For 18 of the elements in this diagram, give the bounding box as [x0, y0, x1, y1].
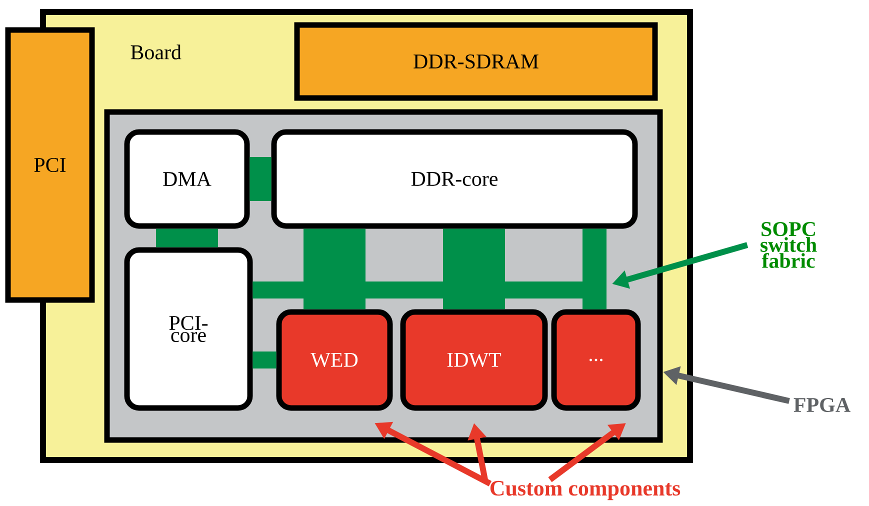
core-box: PCI-core: [124, 247, 253, 411]
custom-component-box: WED: [276, 309, 393, 411]
core-box: DMA: [124, 129, 250, 229]
component-box: PCI: [5, 27, 95, 303]
fabric-bus: [252, 282, 604, 310]
callout-label: SOPC switch fabric: [760, 222, 817, 268]
custom-component-box: IDWT: [400, 309, 548, 411]
component-box: DDR-SDRAM: [294, 22, 658, 101]
core-box: DDR-core: [271, 129, 638, 229]
custom-component-box: ...: [551, 309, 641, 411]
fabric-bus: [304, 228, 366, 310]
callout-label: FPGA: [794, 398, 850, 412]
fabric-bus: [250, 157, 272, 201]
fabric-bus: [156, 228, 218, 248]
fabric-bus: [252, 352, 276, 368]
fabric-bus: [443, 228, 505, 310]
callout-label: Custom components: [490, 480, 680, 500]
fabric-bus: [582, 228, 606, 310]
